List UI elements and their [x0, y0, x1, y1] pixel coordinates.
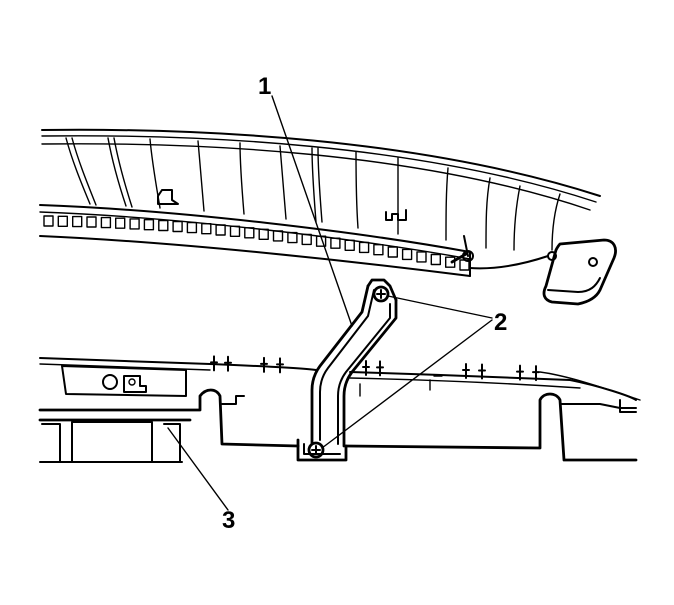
panel-slot [301, 233, 312, 246]
panel-slot [401, 248, 413, 261]
stud [462, 363, 470, 379]
panel-slot [201, 222, 212, 235]
panel-ribs [65, 137, 561, 251]
panel-slot [43, 215, 54, 227]
crossmember-studs [210, 355, 540, 382]
panel-slot [158, 219, 169, 232]
panel-slot [344, 239, 355, 252]
stud [362, 360, 370, 376]
callout-3: 3 [222, 507, 235, 534]
panel-fastener [450, 235, 557, 264]
bracket-upper-screw [372, 285, 390, 303]
panel-slot [416, 251, 427, 263]
stud [532, 365, 540, 382]
stud [224, 355, 232, 372]
panel-slot [229, 225, 241, 238]
panel-slot [445, 256, 456, 268]
panel-slot [358, 241, 370, 254]
panel-slot [86, 216, 97, 228]
upper-curved-panel [39, 128, 617, 306]
panel-slot [100, 216, 112, 229]
panel-slot [258, 228, 269, 241]
stud [260, 356, 268, 373]
bracket-lower-screw [307, 441, 325, 459]
panel-slot [430, 253, 441, 266]
callout-1: 1 [258, 73, 271, 100]
panel-slot [287, 231, 298, 244]
leader-lines [167, 95, 493, 511]
lower-crossmember [38, 355, 641, 463]
stud [376, 360, 384, 377]
panel-slot [373, 243, 384, 256]
panel-slot [143, 218, 155, 231]
panel-slot [186, 221, 198, 234]
panel-slot [114, 217, 126, 229]
stud [276, 357, 284, 374]
panel-slot [244, 227, 255, 239]
stud [210, 355, 218, 372]
panel-slot [71, 215, 83, 228]
panel-slot [57, 215, 68, 228]
panel-slot [129, 218, 140, 230]
panel-slot [272, 230, 284, 242]
panel-slot [172, 220, 183, 233]
callout-2: 2 [494, 309, 507, 336]
panel-slot [330, 237, 341, 249]
panel-slot-row [43, 215, 470, 271]
right-end-mount [542, 238, 617, 306]
stud [516, 364, 524, 381]
stud [478, 363, 486, 380]
panel-slot [387, 246, 398, 258]
panel-slot [215, 224, 226, 236]
